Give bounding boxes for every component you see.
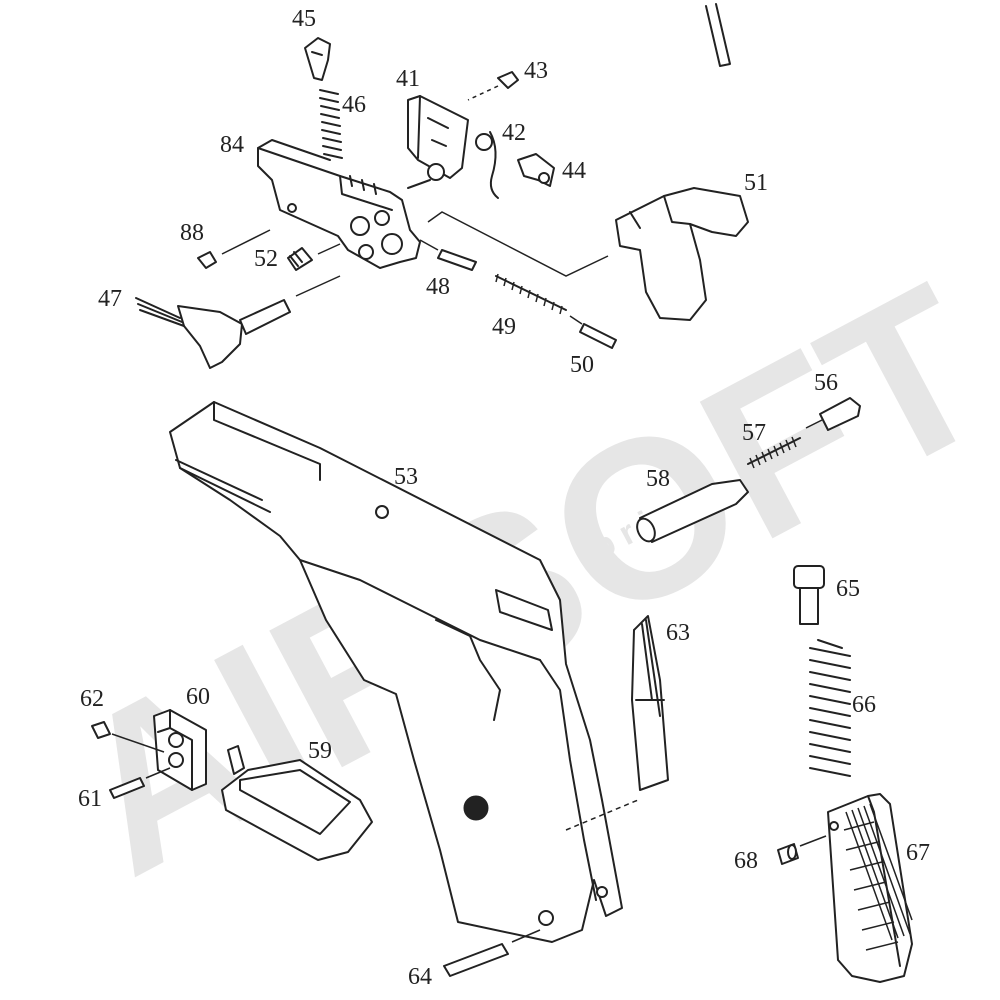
label-88: 88 (180, 220, 204, 246)
label-41: 41 (396, 66, 420, 92)
part-63 (631, 615, 669, 791)
part-labels: 45 46 41 43 42 44 84 51 88 52 48 47 49 5… (78, 6, 930, 990)
part-42 (475, 131, 499, 199)
label-47: 47 (98, 286, 122, 312)
part-57-spring (747, 436, 801, 469)
part-41 (407, 95, 469, 189)
part-59 (221, 745, 373, 861)
label-61: 61 (78, 786, 102, 812)
label-43: 43 (524, 58, 548, 84)
label-84: 84 (220, 132, 244, 158)
part-49-spring (495, 273, 567, 315)
label-65: 65 (836, 576, 860, 602)
label-67: 67 (906, 840, 930, 866)
label-44: 44 (562, 158, 586, 184)
part-43 (467, 71, 519, 101)
label-42: 42 (502, 120, 526, 146)
label-68: 68 (734, 848, 758, 874)
label-53: 53 (394, 464, 418, 490)
part-56 (805, 397, 861, 431)
part-48 (419, 239, 477, 271)
part-68 (777, 843, 799, 865)
part-84 (257, 139, 421, 269)
label-49: 49 (492, 314, 516, 340)
part-61 (109, 767, 171, 799)
part-62 (91, 721, 165, 753)
part-64 (443, 929, 541, 977)
label-57: 57 (742, 420, 766, 446)
label-45: 45 (292, 6, 316, 32)
label-50: 50 (570, 352, 594, 378)
label-48: 48 (426, 274, 450, 300)
label-52: 52 (254, 246, 278, 272)
guide-line (427, 211, 609, 277)
checkering (843, 803, 913, 951)
part-52 (287, 243, 341, 271)
label-64: 64 (408, 964, 432, 990)
label-60: 60 (186, 684, 210, 710)
part-65 (793, 565, 825, 625)
part-67 (799, 793, 913, 983)
label-46: 46 (342, 92, 366, 118)
label-62: 62 (80, 686, 104, 712)
label-63: 63 (666, 620, 690, 646)
label-58: 58 (646, 466, 670, 492)
part-50 (569, 315, 617, 349)
part-47 (135, 275, 341, 369)
part-88 (197, 229, 271, 269)
rod-part (705, 3, 731, 67)
part-58 (636, 479, 749, 543)
label-59: 59 (308, 738, 332, 764)
label-51: 51 (744, 170, 768, 196)
part-66-spring (809, 639, 851, 777)
part-51 (615, 187, 749, 321)
part-53-frame (169, 401, 639, 943)
label-56: 56 (814, 370, 838, 396)
label-66: 66 (852, 692, 876, 718)
part-44 (517, 153, 555, 187)
part-45 (304, 37, 331, 81)
part-46-spring (319, 89, 343, 159)
